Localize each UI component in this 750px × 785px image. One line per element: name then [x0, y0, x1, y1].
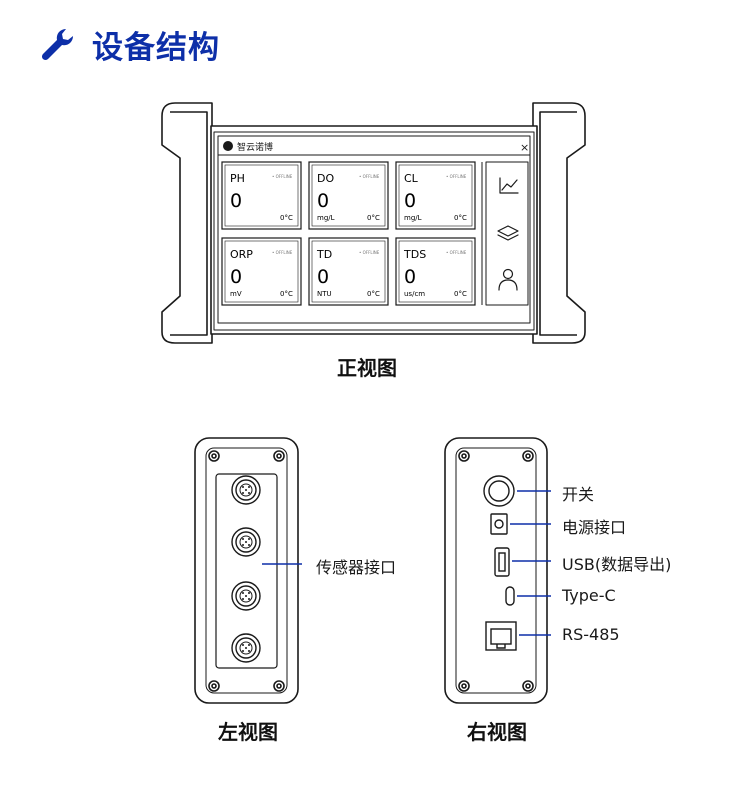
switch-label: 开关: [562, 485, 595, 504]
tile-temp: 0°C: [454, 214, 467, 222]
sensor-port-1[interactable]: [231, 475, 261, 505]
tile-name: DO: [317, 172, 334, 185]
app-name: 智云诺博: [237, 141, 273, 153]
wrench-icon: [41, 28, 74, 60]
sensor-tile-orp[interactable]: ORP • OFFLINE 0 mV 0°C: [221, 237, 302, 306]
tile-temp: 0°C: [280, 214, 293, 222]
window-close-button[interactable]: ×: [520, 141, 529, 154]
front-view-caption: 正视图: [337, 356, 397, 380]
tile-name: TD: [316, 248, 332, 261]
tile-status: • OFFLINE: [272, 174, 293, 179]
sensor-tile-td[interactable]: TD • OFFLINE 0 NTU 0°C: [308, 237, 389, 306]
right-view-caption: 右视图: [467, 720, 527, 744]
layers-icon[interactable]: [497, 225, 519, 241]
rs485-port[interactable]: [485, 621, 517, 651]
sensor-tile-tds[interactable]: TDS • OFFLINE 0 us/cm 0°C: [395, 237, 476, 306]
typec-label: Type-C: [562, 586, 616, 605]
tile-temp: 0°C: [454, 290, 467, 298]
tile-unit: mV: [230, 290, 242, 298]
tile-value: 0: [317, 266, 329, 288]
sensor-tile-do[interactable]: DO • OFFLINE 0 mg/L 0°C: [308, 161, 389, 230]
app-logo: [223, 141, 233, 151]
power-label: 电源接口: [562, 518, 627, 537]
sensor-port-label: 传感器接口: [316, 558, 397, 577]
sensor-port-2[interactable]: [231, 527, 261, 557]
tile-value: 0: [404, 266, 416, 288]
tile-unit: NTU: [317, 290, 332, 298]
power-jack[interactable]: [490, 513, 508, 535]
tile-unit: us/cm: [404, 290, 425, 298]
tile-temp: 0°C: [367, 290, 380, 298]
section-title: 设备结构: [92, 30, 220, 66]
sensor-port-3[interactable]: [231, 581, 261, 611]
tile-status: • OFFLINE: [446, 174, 467, 179]
left-view-caption: 左视图: [218, 720, 278, 744]
sensor-tiles: PH • OFFLINE 0 0°C DO • OFFLINE 0 mg/L 0…: [221, 161, 476, 306]
tile-status: • OFFLINE: [359, 174, 380, 179]
tile-unit: mg/L: [317, 214, 335, 222]
tile-value: 0: [404, 190, 416, 212]
rs485-label: RS-485: [562, 625, 620, 644]
chart-icon[interactable]: [499, 177, 519, 194]
sensor-connectors: [231, 475, 261, 663]
tile-status: • OFFLINE: [446, 250, 467, 255]
tile-name: TDS: [403, 248, 426, 261]
tile-temp: 0°C: [280, 290, 293, 298]
tile-status: • OFFLINE: [359, 250, 380, 255]
sensor-tile-ph[interactable]: PH • OFFLINE 0 0°C: [221, 161, 302, 230]
tile-value: 0: [317, 190, 329, 212]
sensor-port-4[interactable]: [231, 633, 261, 663]
user-icon[interactable]: [498, 268, 518, 291]
tile-value: 0: [230, 266, 242, 288]
power-switch[interactable]: [483, 475, 515, 507]
tile-unit: mg/L: [404, 214, 422, 222]
section-heading: 设备结构: [38, 22, 220, 67]
tile-temp: 0°C: [367, 214, 380, 222]
usb-port[interactable]: [494, 547, 510, 577]
tile-value: 0: [230, 190, 242, 212]
tile-name: ORP: [230, 248, 253, 261]
type-c-port[interactable]: [505, 586, 515, 606]
sensor-tile-cl[interactable]: CL • OFFLINE 0 mg/L 0°C: [395, 161, 476, 230]
tile-name: CL: [404, 172, 419, 185]
tile-name: PH: [230, 172, 245, 185]
usb-label: USB(数据导出): [562, 555, 672, 574]
tile-status: • OFFLINE: [272, 250, 293, 255]
